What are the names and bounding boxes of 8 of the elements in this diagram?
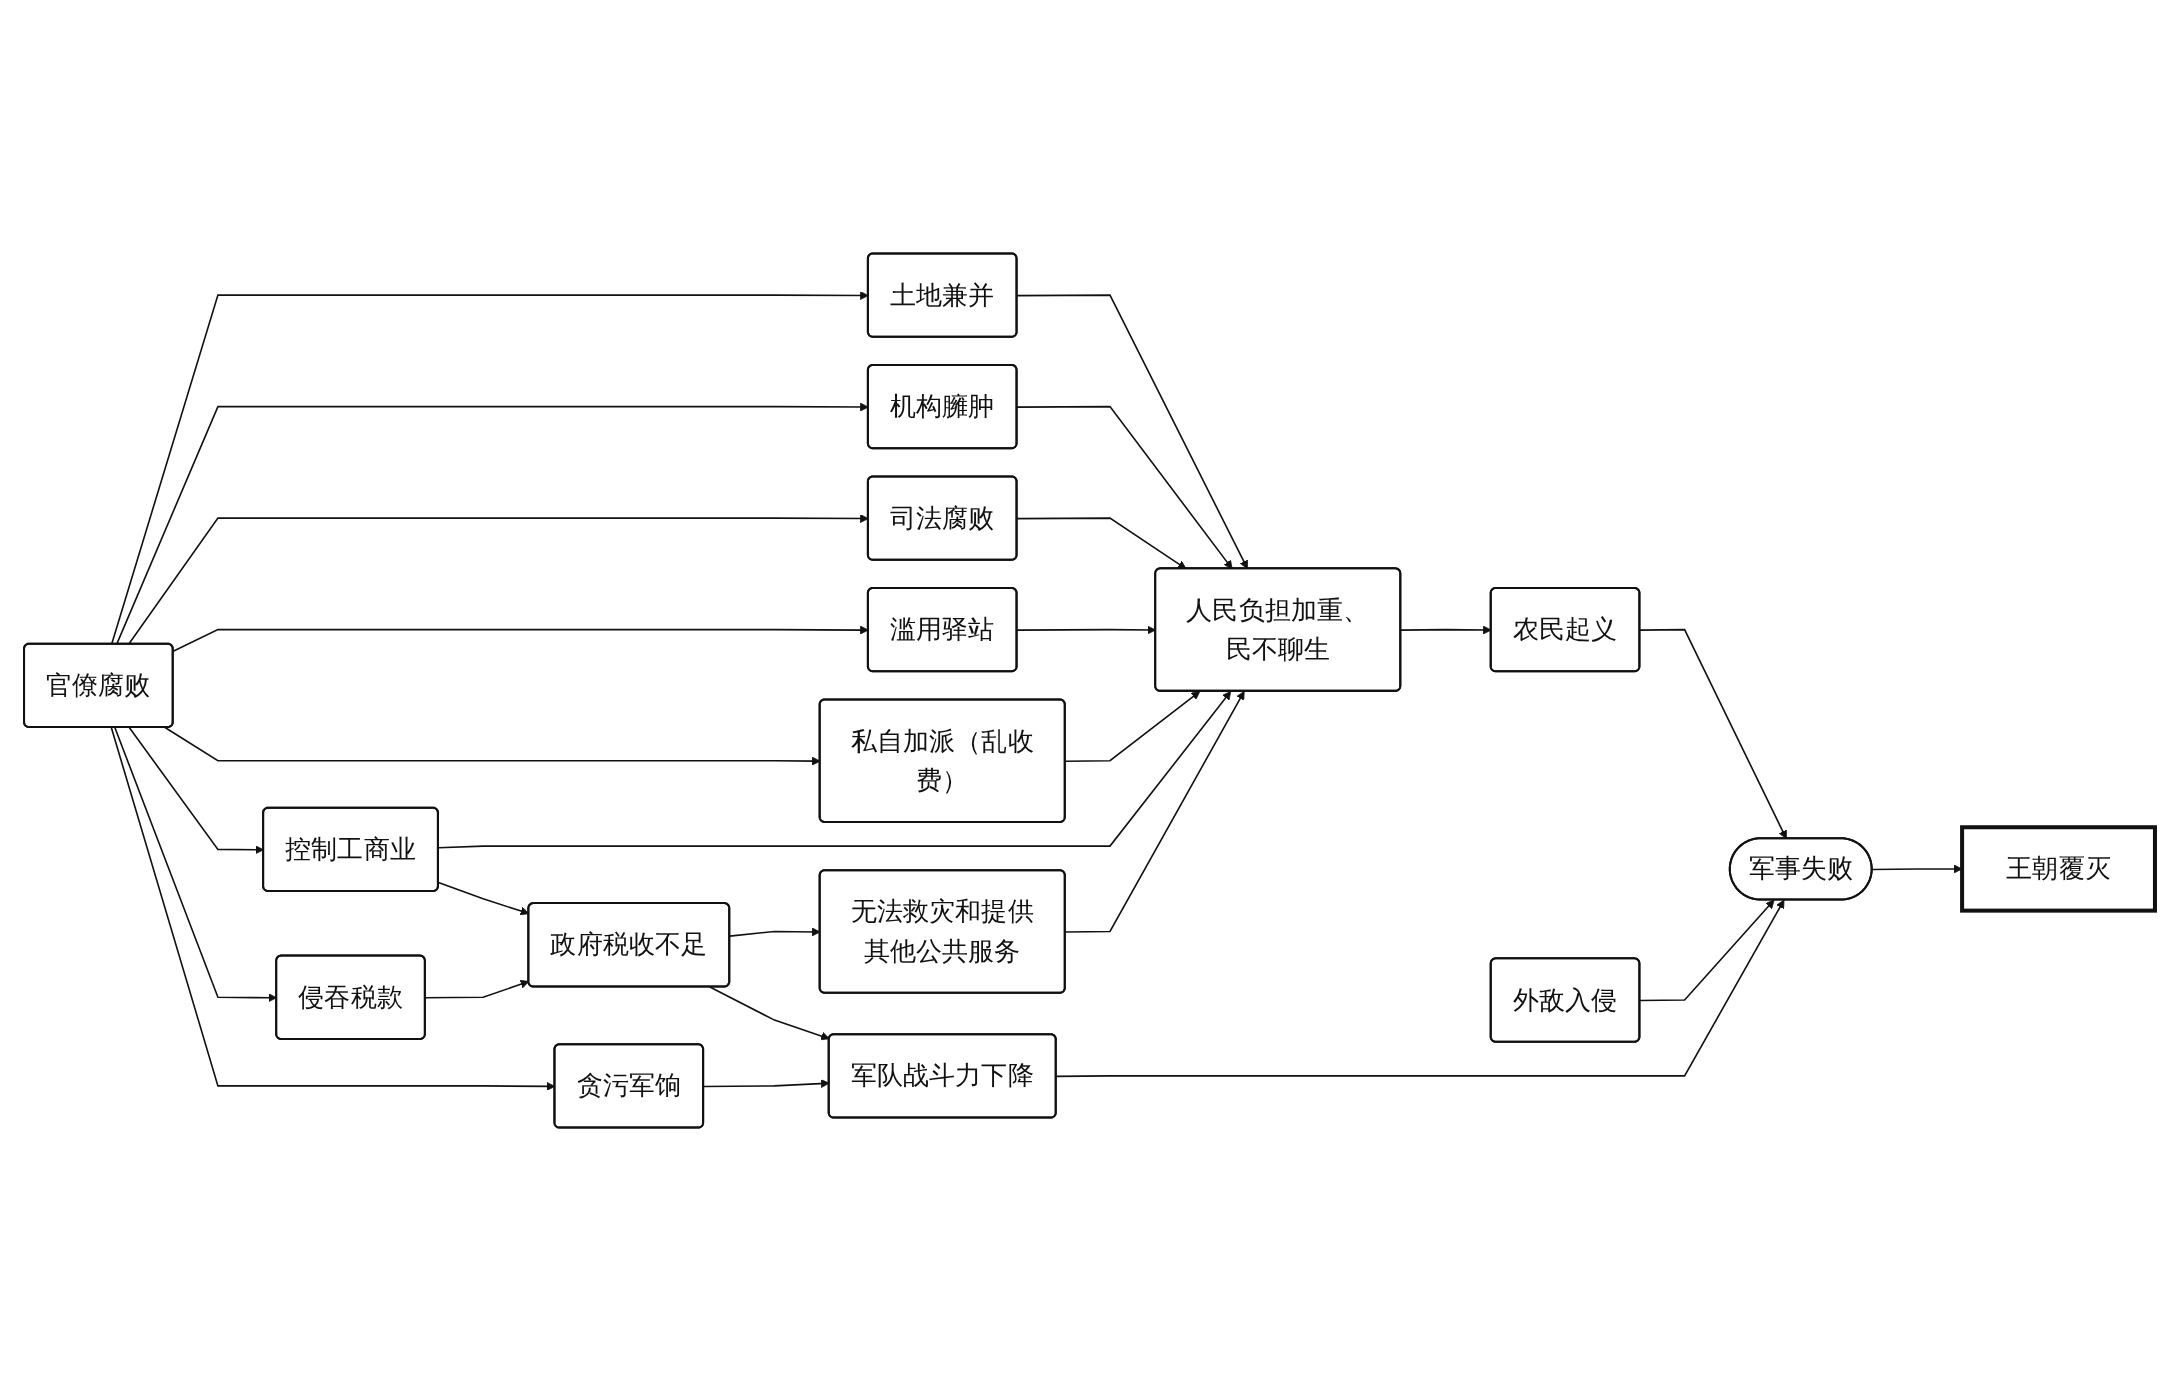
node-box: 王朝覆灭 <box>1960 825 2157 913</box>
arrow <box>437 691 1232 849</box>
arrow <box>1064 691 1245 933</box>
arrow <box>1639 899 1775 1002</box>
arrow <box>1055 899 1785 1078</box>
arrow <box>424 979 530 999</box>
arrow <box>709 986 830 1041</box>
arrow <box>1064 691 1201 762</box>
